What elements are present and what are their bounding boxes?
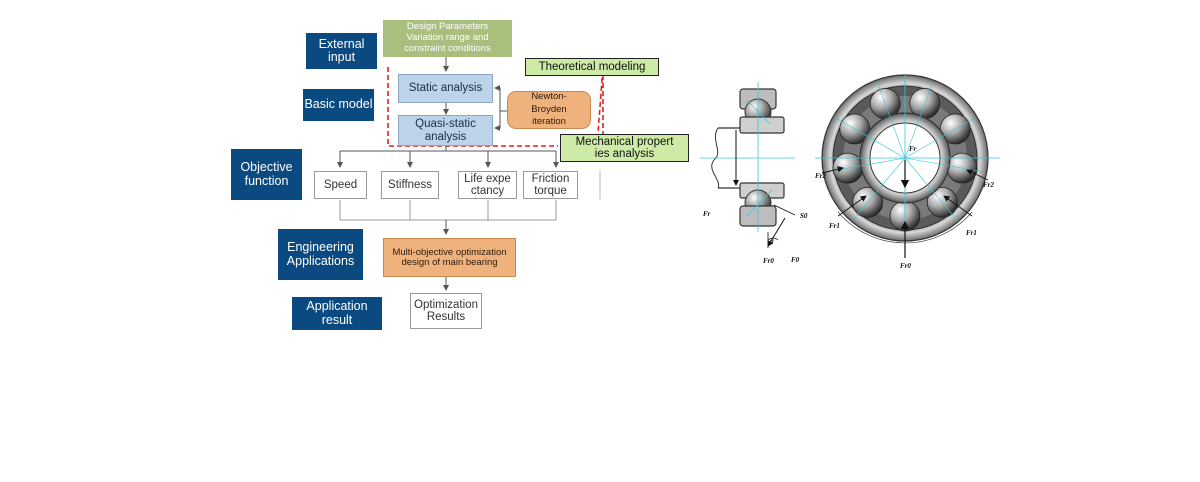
mechanical-properties-label: Mechanical propert ies analysis — [560, 134, 689, 162]
stage-label: Objective function — [240, 160, 293, 188]
theoretical-modeling-text: Theoretical modeling — [538, 60, 646, 73]
objective-label: Life expe ctancy — [464, 172, 511, 197]
multi-objective-label: Multi-objective optimization design of m… — [392, 246, 507, 268]
quasi-static-analysis-label: Quasi-static analysis — [415, 118, 476, 143]
optimization-results-box: Optimization Results — [410, 293, 482, 329]
objective-stiffness: Stiffness — [381, 171, 439, 199]
label-fr-front: Fr — [909, 145, 917, 153]
radial-lines — [826, 82, 984, 238]
stage-label: Application result — [306, 299, 368, 327]
stage-application-result: Application result — [292, 297, 382, 330]
label-fr1-right: Fr1 — [966, 229, 977, 237]
design-parameters-box: Design Parameters Variation range and co… — [383, 20, 512, 57]
design-parameters-label: Design Parameters Variation range and co… — [404, 21, 491, 54]
label-fr0: Fr0 — [763, 257, 774, 265]
quasi-static-analysis-box: Quasi-static analysis — [398, 115, 493, 146]
label-fr: Fr — [703, 210, 711, 218]
stage-basic-model: Basic model — [303, 89, 374, 121]
objective-speed: Speed — [314, 171, 367, 199]
stage-label: External input — [318, 36, 365, 64]
newton-broyden-box: Newton-Broyden iteration — [507, 91, 591, 129]
radial-line — [904, 157, 957, 220]
radial-line — [904, 117, 975, 159]
label-fr1-left: Fr1 — [829, 222, 840, 230]
objective-life-expectancy: Life expe ctancy — [458, 171, 517, 199]
label-alpha: α — [770, 237, 774, 245]
label-s0: S0 — [800, 212, 808, 220]
stage-external-input: External input — [306, 33, 377, 69]
inner-ring-upper — [739, 116, 785, 134]
static-analysis-box: Static analysis — [398, 74, 493, 103]
label-fr2-left: Fr2 — [815, 172, 826, 180]
multi-objective-box: Multi-objective optimization design of m… — [383, 238, 516, 277]
objective-friction-torque: Friction torque — [523, 171, 578, 199]
newton-broyden-label: Newton-Broyden iteration — [531, 91, 567, 128]
static-analysis-label: Static analysis — [408, 82, 483, 95]
stage-label: Basic model — [304, 97, 373, 112]
stage-label: Engineering Applications — [286, 240, 355, 268]
optimization-results-label: Optimization Results — [414, 298, 478, 323]
radial-line — [853, 157, 906, 220]
radial-line — [877, 82, 906, 159]
objective-label: Friction torque — [531, 172, 570, 197]
theoretical-modeling-label: Theoretical modeling — [525, 58, 659, 76]
radial-line — [835, 117, 906, 159]
label-f0: F0 — [791, 256, 800, 264]
mechanical-properties-text: Mechanical propert ies analysis — [575, 135, 674, 160]
objective-label: Stiffness — [388, 178, 432, 191]
label-fr2-right: Fr2 — [983, 181, 994, 189]
stage-engineering-applications: Engineering Applications — [278, 229, 363, 280]
stage-objective-function: Objective function — [231, 149, 302, 200]
label-fr0-front: Fr0 — [900, 262, 911, 270]
radial-line — [904, 82, 933, 159]
objective-label: Speed — [323, 178, 358, 191]
